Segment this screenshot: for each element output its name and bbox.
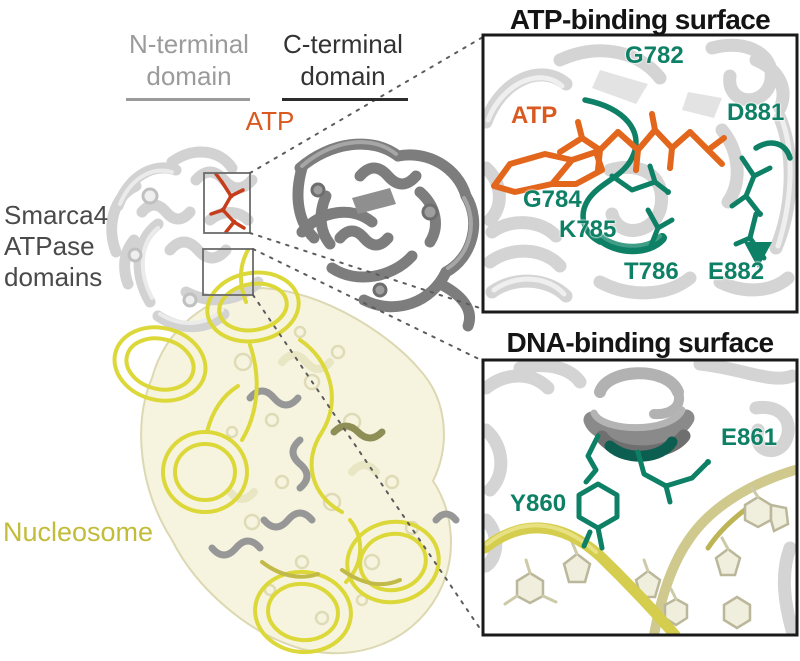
residue-label-E861: E861 bbox=[721, 424, 778, 451]
residue-label-K785: K785 bbox=[559, 216, 617, 243]
residue-label-E882: E882 bbox=[708, 258, 765, 285]
dna-panel-frame bbox=[481, 358, 799, 637]
nucleosome-dna-loops bbox=[112, 248, 441, 655]
atp-panel-title: ATP-binding surface bbox=[509, 4, 771, 35]
residue-label-G784: G784 bbox=[523, 186, 582, 213]
c-terminal-domain-structure bbox=[292, 138, 480, 332]
c-terminal-underline bbox=[282, 98, 408, 101]
smarca4-atpase-label: Smarca4 ATPase domains bbox=[4, 200, 109, 293]
atp-ligand-main bbox=[209, 172, 246, 234]
callout-box-dna-site bbox=[202, 248, 254, 296]
n-terminal-underline bbox=[126, 98, 250, 101]
callout-box-atp-site bbox=[203, 172, 251, 234]
dna-panel-title: DNA-binding surface bbox=[506, 327, 774, 358]
nucleosome-label: Nucleosome bbox=[3, 517, 154, 547]
atp-panel-art bbox=[483, 38, 797, 303]
nucleosome-structure bbox=[140, 287, 460, 655]
residue-label-Y860: Y860 bbox=[510, 490, 567, 517]
atp-label-main: ATP bbox=[245, 106, 295, 136]
dna-panel-art bbox=[483, 360, 797, 635]
c-terminal-domain-label: C-terminal domain bbox=[283, 29, 403, 92]
residue-label-G782: G782 bbox=[625, 42, 684, 69]
n-terminal-domain-label: N-terminal domain bbox=[129, 29, 249, 92]
residue-label-T786: T786 bbox=[624, 258, 679, 285]
atp-ligand-label: ATP bbox=[511, 102, 558, 129]
callout-connector-lines bbox=[249, 36, 484, 634]
atp-panel-frame bbox=[481, 33, 799, 314]
residue-label-D881: D881 bbox=[727, 99, 785, 126]
